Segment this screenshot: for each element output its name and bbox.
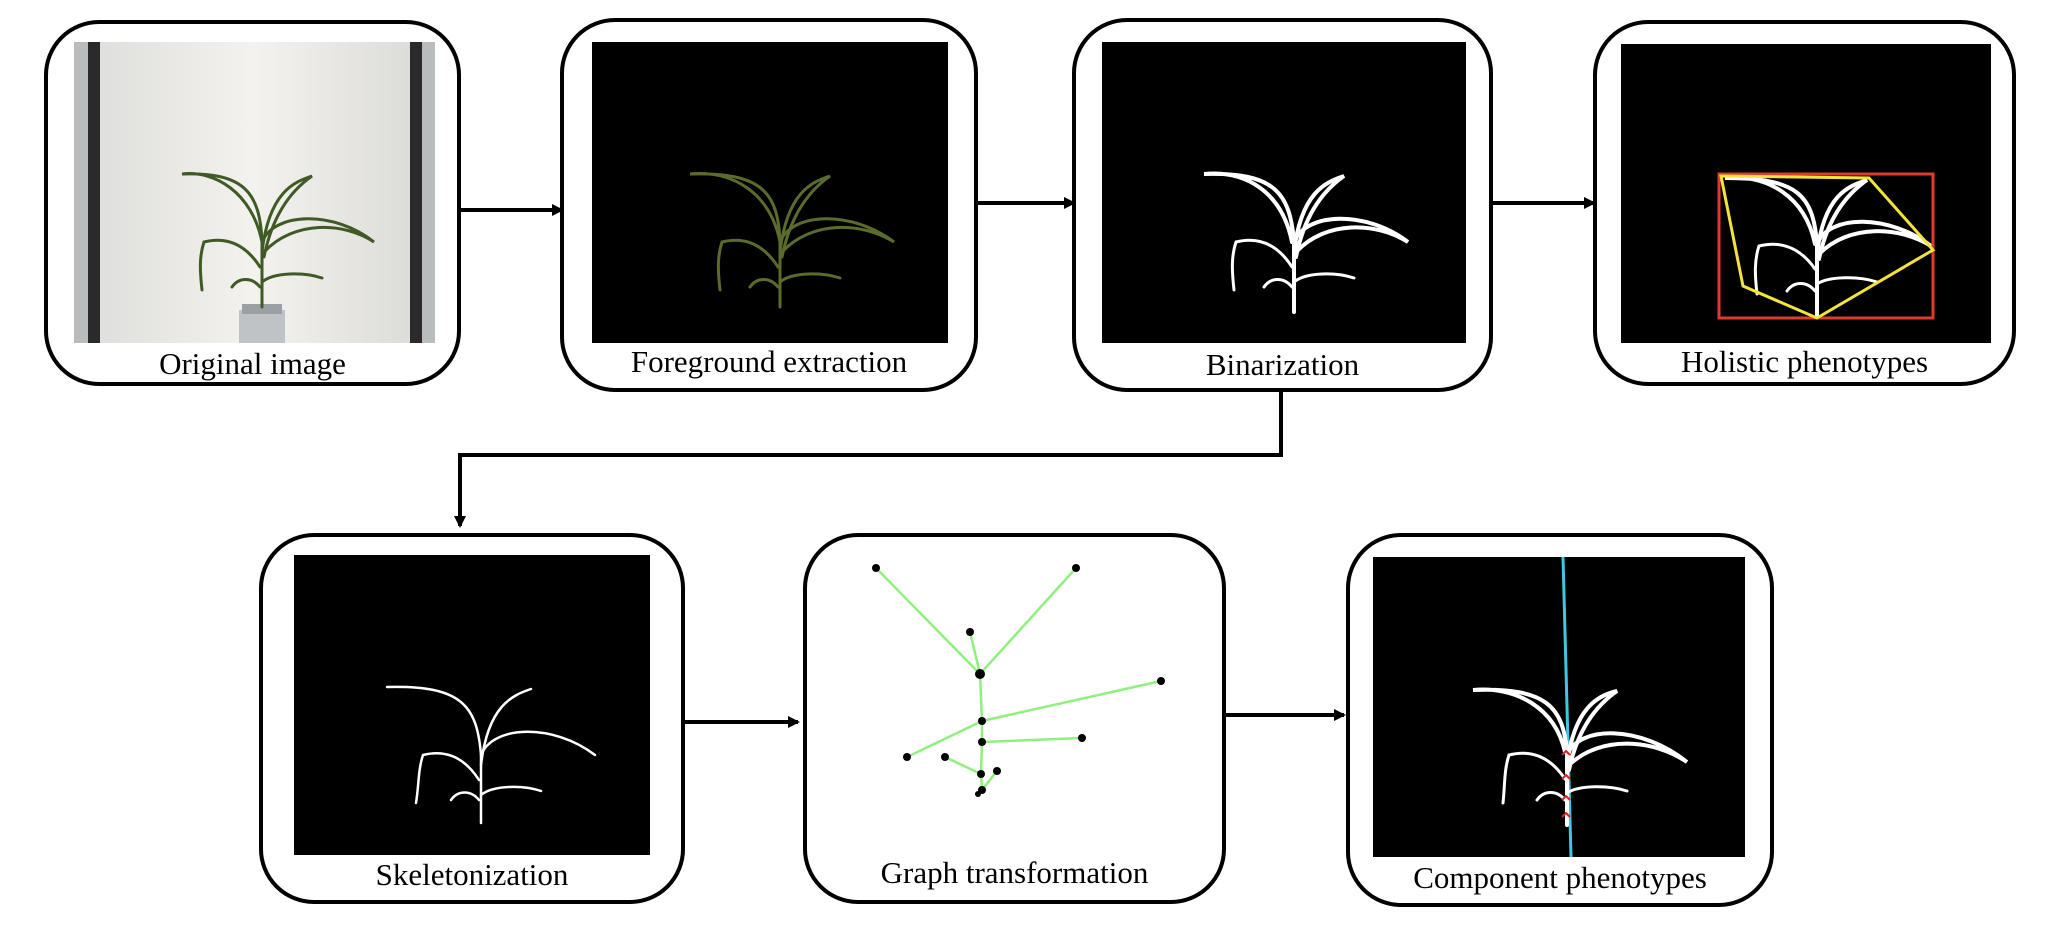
- holistic-image-panel: [1621, 44, 1991, 343]
- step-binarization: Binarization: [1072, 18, 1493, 392]
- step-foreground-extraction: Foreground extraction: [560, 18, 978, 392]
- caption-original-image: Original image: [159, 346, 346, 381]
- step-skeletonization: Skeletonization: [259, 533, 685, 904]
- caption-graph-transformation: Graph transformation: [880, 855, 1149, 890]
- arrow-binarization-to-skeleton: [454, 390, 1283, 528]
- binarization-image-panel: [1102, 42, 1466, 343]
- original-image-panel: [74, 42, 435, 343]
- step-holistic-phenotypes: Holistic phenotypes: [1593, 20, 2016, 386]
- step-original-image: Original image: [44, 20, 461, 386]
- caption-skeletonization: Skeletonization: [375, 857, 569, 892]
- graph-image-panel: [837, 557, 1197, 857]
- component-image-panel: [1373, 557, 1745, 857]
- bounding-box-overlay: [1717, 172, 1935, 320]
- stem-axis-overlay: [1561, 557, 1573, 857]
- convex-hull-overlay: [1719, 174, 1936, 320]
- skeleton-image-panel: [294, 555, 650, 855]
- caption-binarization: Binarization: [1205, 347, 1360, 382]
- step-component-phenotypes: Component phenotypes: [1346, 533, 1774, 907]
- caption-foreground-extraction: Foreground extraction: [630, 344, 908, 379]
- foreground-image-panel: [592, 42, 948, 343]
- caption-holistic-phenotypes: Holistic phenotypes: [1680, 344, 1929, 379]
- caption-component-phenotypes: Component phenotypes: [1413, 860, 1707, 895]
- step-graph-transformation: Graph transformation: [803, 533, 1226, 904]
